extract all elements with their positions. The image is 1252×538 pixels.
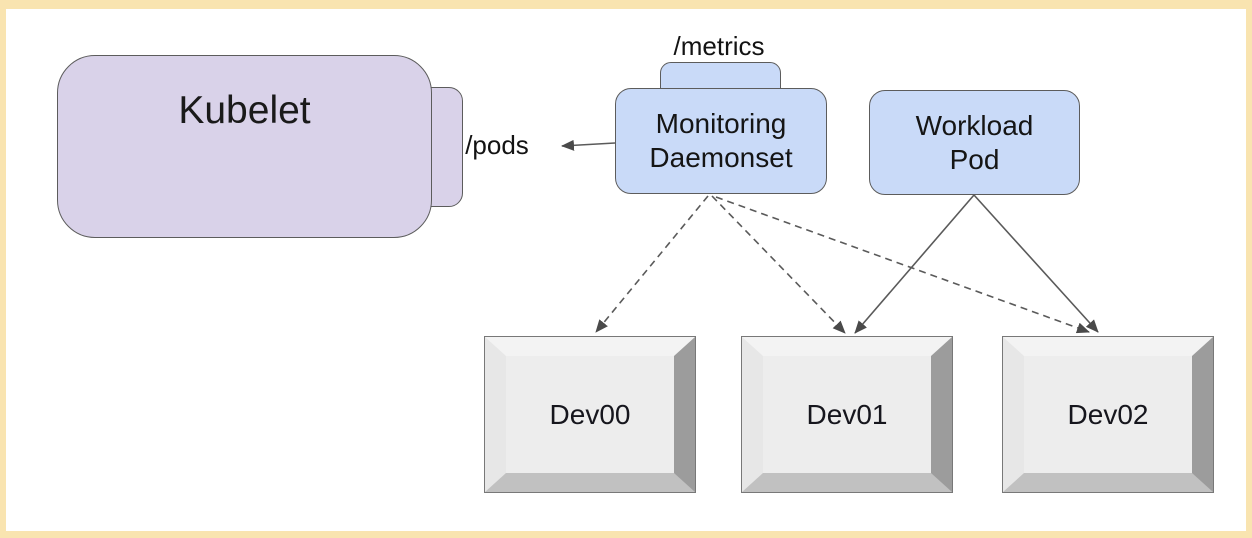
monitoring-daemonset-label-line2: Daemonset bbox=[649, 142, 793, 173]
device-node-dev01: Dev01 bbox=[741, 336, 953, 493]
device-label-dev02: Dev02 bbox=[1067, 398, 1149, 430]
workload-pod-label-line2: Pod bbox=[949, 143, 1000, 175]
edge-workload-to-dev01 bbox=[854, 194, 975, 334]
device-label-dev01: Dev01 bbox=[806, 398, 888, 430]
edge-monitoring-to-dev01 bbox=[711, 195, 846, 334]
kubelet-label: Kubelet bbox=[178, 89, 311, 132]
edge-monitoring-to-dev00 bbox=[595, 195, 709, 333]
monitoring-daemonset-label-line1: Monitoring bbox=[655, 108, 787, 139]
metrics-endpoint-label: /metrics bbox=[673, 31, 765, 61]
device-node-dev00: Dev00 bbox=[484, 336, 696, 493]
device-node-dev02: Dev02 bbox=[1002, 336, 1214, 493]
device-face-dev01: Dev01 bbox=[763, 356, 931, 473]
device-face-dev02: Dev02 bbox=[1024, 356, 1192, 473]
device-face-dev00: Dev00 bbox=[506, 356, 674, 473]
workload-pod-label-line1: Workload bbox=[915, 109, 1034, 141]
device-label-dev00: Dev00 bbox=[549, 398, 631, 430]
kubelet-box: Kubelet bbox=[57, 55, 432, 238]
pods-endpoint-label: /pods bbox=[465, 130, 529, 160]
monitoring-daemonset-box: Monitoring Daemonset bbox=[615, 88, 827, 194]
workload-pod-box: Workload Pod bbox=[869, 90, 1080, 195]
edge-monitoring-to-dev02 bbox=[715, 196, 1090, 334]
edge-monitoring-to-pods-endpoint bbox=[561, 139, 616, 151]
edge-workload-to-dev02 bbox=[973, 194, 1099, 333]
